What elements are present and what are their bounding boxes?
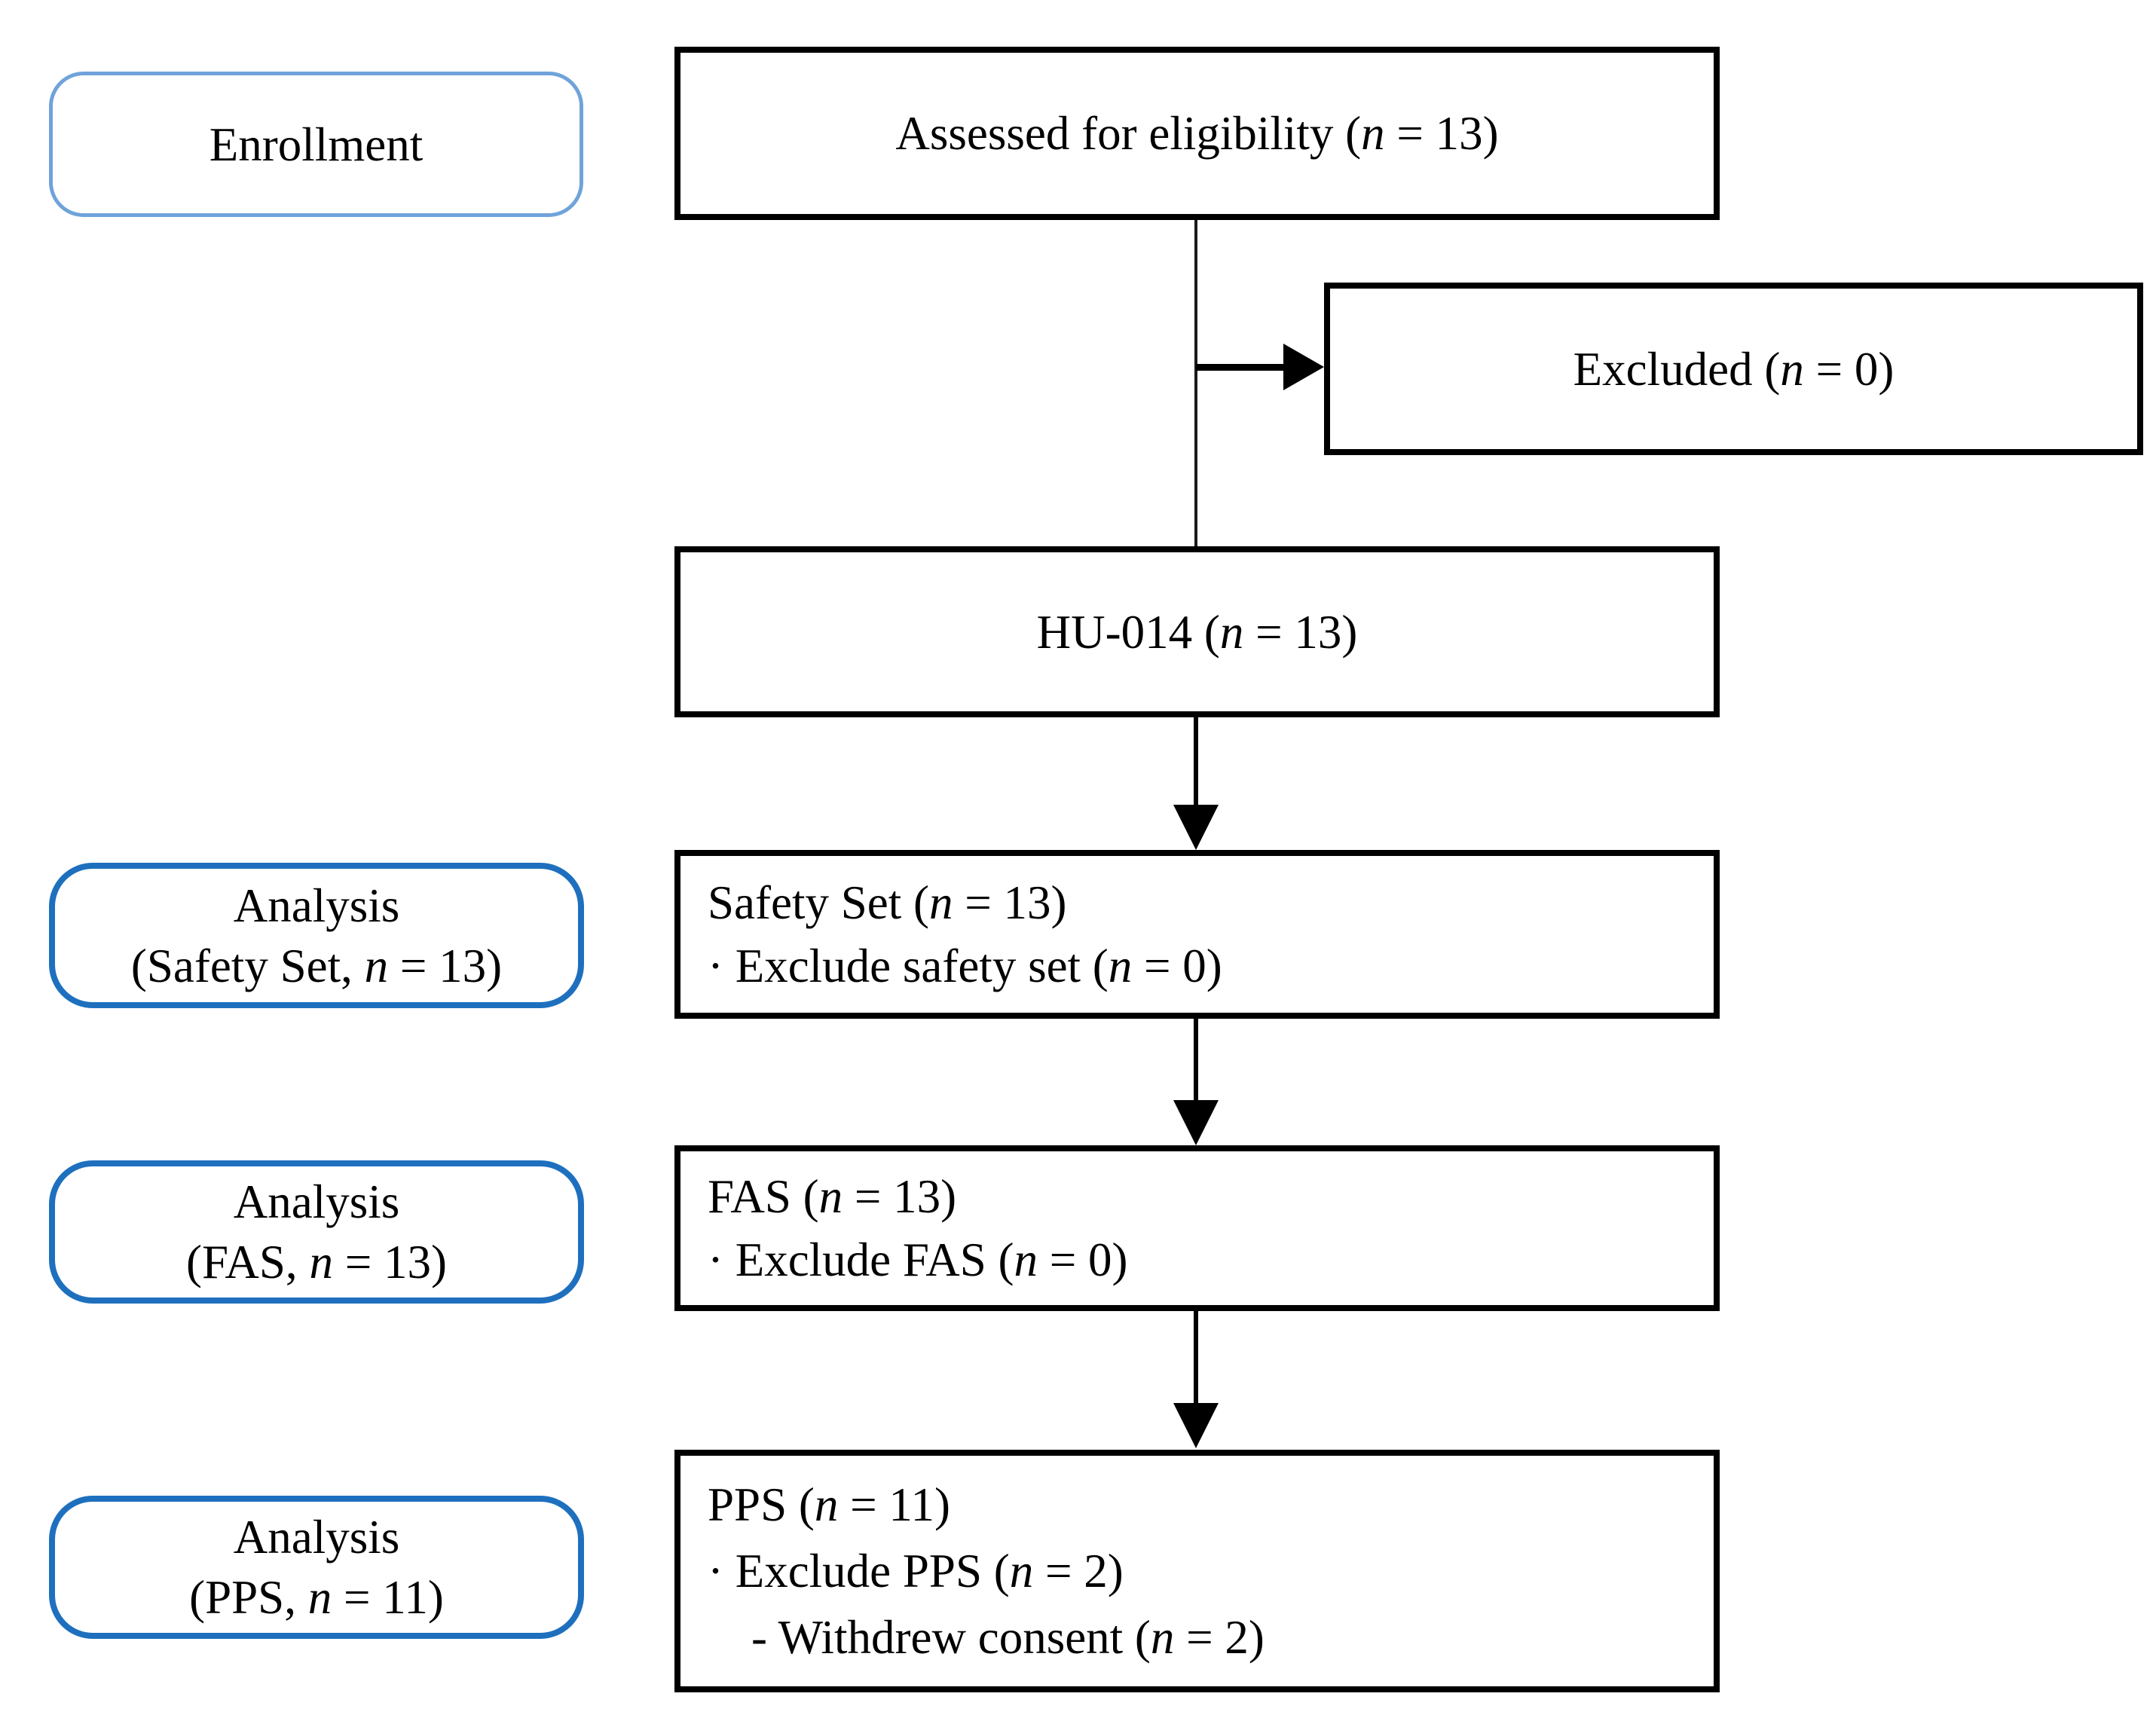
text-pre: Assessed for eligibility ( — [895, 107, 1362, 160]
fas-box: FAS (n = 13) · Exclude FAS (n = 0) — [674, 1145, 1720, 1311]
n-italic: n — [928, 876, 953, 929]
analysis-pps-line2: (PPS, n = 11) — [189, 1567, 444, 1628]
arrow-shaft-fas-to-pps — [1194, 1311, 1198, 1405]
n-italic: n — [309, 1236, 333, 1288]
n-italic: n — [814, 1478, 839, 1531]
pps-box: PPS (n = 11) · Exclude PPS (n = 2) - Wit… — [674, 1450, 1720, 1692]
analysis-fas-label-box: Analysis (FAS, n = 13) — [49, 1160, 584, 1304]
text-post: = 11) — [332, 1571, 444, 1624]
hu014-box: HU-014 (n = 13) — [674, 546, 1720, 717]
text-pre: · Exclude PPS ( — [708, 1545, 1010, 1597]
connector-assessed-to-hu014 — [1194, 220, 1197, 546]
down-arrowhead-fas — [1173, 1100, 1219, 1145]
n-italic: n — [1361, 107, 1385, 160]
assessed-eligibility-box: Assessed for eligibility (n = 13) — [674, 47, 1720, 220]
text-pre: · Exclude safety set ( — [708, 940, 1109, 992]
text: Enrollment — [209, 118, 424, 171]
assessed-eligibility-text: Assessed for eligibility (n = 13) — [895, 102, 1498, 165]
right-arrowhead-excluded — [1283, 344, 1324, 390]
n-italic: n — [364, 939, 389, 992]
analysis-safety-set-label-box: Analysis (Safety Set, n = 13) — [49, 863, 584, 1008]
arrow-shaft-to-excluded — [1196, 364, 1285, 371]
arrow-shaft-safety-to-fas — [1194, 1019, 1198, 1102]
text-post: = 0) — [1038, 1233, 1128, 1286]
enrollment-stage-box: Enrollment — [49, 72, 583, 217]
enrollment-stage-label: Enrollment — [209, 115, 423, 175]
text-post: = 13) — [843, 1170, 957, 1223]
analysis-safety-line1: Analysis — [234, 876, 400, 936]
pps-line1: PPS (n = 11) — [708, 1472, 950, 1538]
text-post: = 0) — [1132, 940, 1222, 992]
n-italic: n — [1150, 1611, 1175, 1664]
text-post: = 13) — [332, 1236, 447, 1288]
text: Analysis — [233, 1511, 400, 1564]
down-arrowhead-pps — [1173, 1403, 1219, 1448]
text-pre: (FAS, — [186, 1236, 310, 1288]
text-pre: PPS ( — [708, 1478, 815, 1531]
n-italic: n — [818, 1170, 843, 1223]
n-italic: n — [1780, 342, 1804, 396]
analysis-fas-line2: (FAS, n = 13) — [186, 1232, 447, 1292]
analysis-pps-label-box: Analysis (PPS, n = 11) — [49, 1496, 584, 1639]
safety-set-box: Safety Set (n = 13) · Exclude safety set… — [674, 850, 1720, 1019]
safety-set-line1: Safety Set (n = 13) — [708, 871, 1066, 934]
n-italic: n — [1219, 605, 1244, 659]
fas-line2: · Exclude FAS (n = 0) — [708, 1228, 1128, 1291]
text: Analysis — [233, 879, 400, 932]
text: Analysis — [233, 1175, 400, 1228]
text-post: = 13) — [1243, 605, 1358, 659]
n-italic: n — [1009, 1545, 1034, 1597]
pps-line3: - Withdrew consent (n = 2) — [751, 1604, 1265, 1671]
text-pre: Safety Set ( — [708, 876, 929, 929]
text-post: = 13) — [953, 876, 1067, 929]
text-post: = 11) — [838, 1478, 951, 1531]
text-pre: · Exclude FAS ( — [708, 1233, 1014, 1286]
excluded-text: Excluded (n = 0) — [1573, 338, 1895, 401]
text-post: = 13) — [1384, 107, 1499, 160]
analysis-fas-line1: Analysis — [234, 1172, 400, 1232]
down-arrowhead-safety — [1173, 805, 1219, 850]
text-post: = 0) — [1803, 342, 1895, 396]
arrow-shaft-hu014-to-safety — [1194, 717, 1198, 806]
pps-line2: · Exclude PPS (n = 2) — [708, 1538, 1124, 1604]
n-italic: n — [1108, 940, 1133, 992]
hu014-text: HU-014 (n = 13) — [1037, 601, 1358, 664]
n-italic: n — [1014, 1233, 1038, 1286]
analysis-safety-line2: (Safety Set, n = 13) — [131, 936, 502, 996]
text-pre: (PPS, — [189, 1571, 308, 1624]
text-pre: - Withdrew consent ( — [751, 1611, 1151, 1664]
excluded-box: Excluded (n = 0) — [1324, 283, 2143, 455]
text-pre: Excluded ( — [1573, 342, 1781, 396]
text-pre: HU-014 ( — [1036, 605, 1220, 659]
text-post: = 2) — [1033, 1545, 1124, 1597]
text-post: = 2) — [1174, 1611, 1265, 1664]
text-pre: (Safety Set, — [130, 939, 365, 992]
text-post: = 13) — [388, 939, 503, 992]
fas-line1: FAS (n = 13) — [708, 1165, 956, 1228]
safety-set-line2: · Exclude safety set (n = 0) — [708, 934, 1222, 998]
text-pre: FAS ( — [708, 1170, 819, 1223]
n-italic: n — [307, 1571, 332, 1624]
analysis-pps-line1: Analysis — [234, 1507, 400, 1567]
